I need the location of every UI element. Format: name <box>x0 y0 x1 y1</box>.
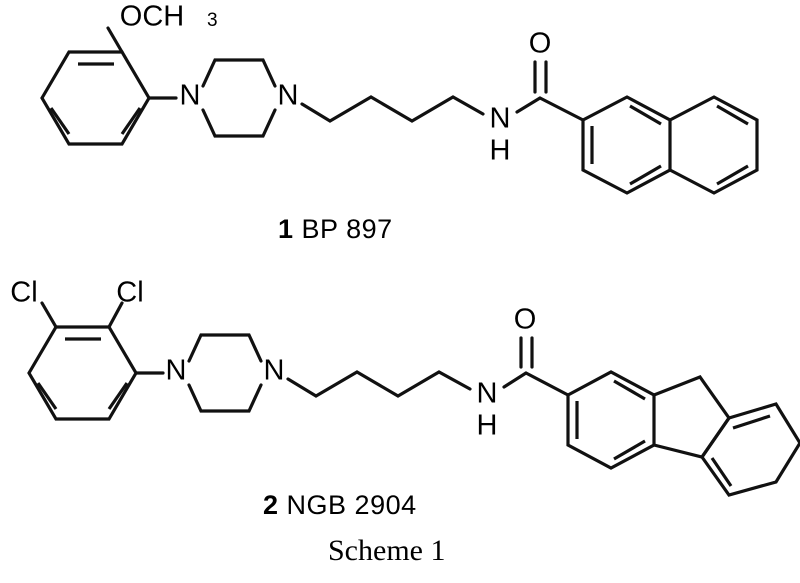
carbonyl-group-2: O <box>514 304 537 369</box>
amide-nh-group-1: N H <box>490 103 511 167</box>
acyl-aryl-bond-2 <box>524 371 570 397</box>
amide-c-bond-1 <box>515 96 542 114</box>
svg-text:O: O <box>529 28 552 60</box>
fluorene-right-ring-2 <box>700 402 800 497</box>
compound-2-caption: 2 NGB 2904 <box>263 490 417 521</box>
dichlorophenyl-ring-2 <box>27 325 138 421</box>
piperazine-ring-2 <box>187 333 263 413</box>
acyl-aryl-bond-1 <box>538 96 585 122</box>
carbonyl-group-1: O <box>529 28 552 94</box>
fluorene-left-ring-2 <box>566 370 656 470</box>
amide-c-bond-2 <box>502 371 528 389</box>
piperazine-n1-label-1: N <box>180 80 201 112</box>
compound-2-number: 2 <box>263 490 279 520</box>
amide-nh-group-2: N H <box>477 378 498 442</box>
methoxy-bond-1 <box>106 26 124 54</box>
compound-2-structure: Cl Cl N N N H <box>10 277 800 497</box>
compound-1-structure: OCH 3 N N N H <box>40 1 759 195</box>
compound-1-number: 1 <box>278 214 294 244</box>
piperazine-n4-label-2: N <box>264 355 285 387</box>
svg-text:H: H <box>490 135 511 167</box>
naphthalene-left-ring-1 <box>581 95 672 195</box>
svg-text:OCH: OCH <box>120 1 184 33</box>
butyl-linker-2 <box>286 370 472 398</box>
svg-text:3: 3 <box>207 10 218 31</box>
svg-text:N: N <box>477 378 498 410</box>
piperazine-ring-1 <box>201 58 277 138</box>
scheme-caption: Scheme 1 <box>328 534 446 567</box>
svg-text:N: N <box>490 103 511 135</box>
chloro-3-bond-2 <box>40 301 58 329</box>
piperazine-n1-label-2: N <box>166 355 187 387</box>
compound-1-name: BP 897 <box>301 214 393 244</box>
compound-1-caption: 1 BP 897 <box>278 214 393 245</box>
chloro-2-bond-2 <box>107 301 124 329</box>
chloro-2-label-2: Cl <box>116 277 143 309</box>
compound-2-name: NGB 2904 <box>286 490 417 520</box>
piperazine-n4-label-1: N <box>278 80 299 112</box>
butyl-linker-1 <box>300 95 485 123</box>
fluorene-cyclopentane-2 <box>652 375 731 459</box>
methoxy-label-1: OCH 3 <box>120 1 218 33</box>
methoxyphenyl-ring-1 <box>40 50 151 146</box>
naphthalene-right-ring-1 <box>668 95 759 195</box>
chloro-3-label-2: Cl <box>10 277 37 309</box>
svg-text:H: H <box>477 410 498 442</box>
svg-text:O: O <box>514 304 537 336</box>
